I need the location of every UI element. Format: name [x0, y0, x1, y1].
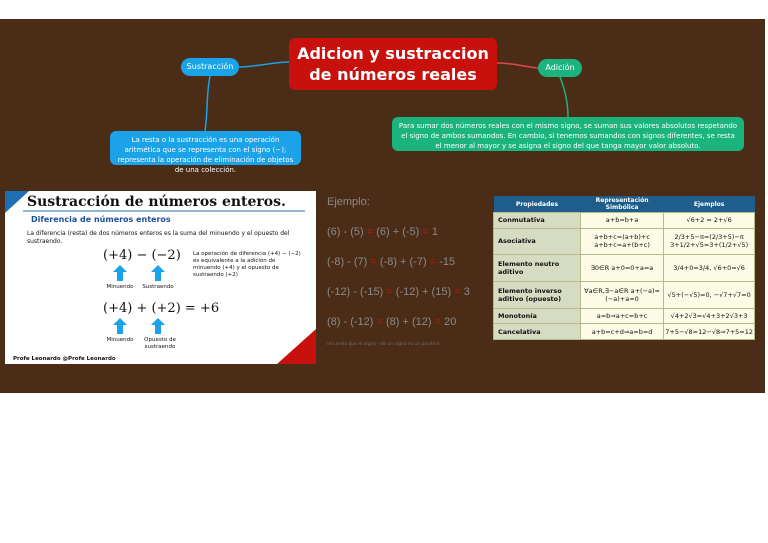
equals-sign: =	[429, 256, 437, 268]
property-name: Elemento inverso aditivo (opuesto)	[493, 281, 581, 309]
slide-expression-1: (+4) − (−2)	[103, 248, 181, 263]
subtraction-slide-image: Sustracción de números enteros. Diferenc…	[5, 191, 316, 364]
property-example: 7+5−√8=12−√8⇒7+5=12	[663, 323, 755, 340]
slide-definition: La diferencia (resta) de dos números ent…	[27, 230, 290, 245]
example-left: (-8) - (7)	[327, 256, 368, 268]
example-mid: (6) + (-5)	[376, 226, 420, 238]
property-name: Conmutativa	[493, 212, 581, 229]
property-symbolic: a+b=b+a	[579, 212, 665, 229]
slide-expression-2: (+4) + (+2) = +6	[103, 301, 220, 316]
examples-heading: Ejemplo:	[327, 196, 370, 208]
property-name: Asociativa	[493, 227, 581, 256]
up-arrow-icon	[151, 318, 165, 334]
title-line-1: Adicion y sustraccion	[297, 44, 489, 63]
property-symbolic: ∃0∈R a+0=0+a=a	[579, 254, 665, 283]
table-row: Conmutativa a+b=b+a √6+2 = 2+√6	[493, 212, 755, 229]
property-symbolic: ∀a∈R,∃−a∈R a+(−a)=(−a)+a=0	[579, 281, 665, 309]
column-header: Representación Simbólica	[580, 196, 664, 213]
adicion-note[interactable]: Para sumar dos números reales con el mis…	[392, 117, 744, 151]
examples-footnote: recuerda que el signo - de un signo es u…	[327, 342, 440, 347]
property-example: √4+2√3=√4+3+2√3+3	[663, 307, 755, 325]
node-sustraccion[interactable]: Sustracción	[181, 58, 239, 76]
property-name: Monotonía	[493, 307, 581, 325]
slide-footer: Profe Leonardo @Profe Leonardo	[13, 356, 116, 362]
sustraccion-note[interactable]: La resta o la sustracción es una operaci…	[110, 131, 301, 174]
node-adicion[interactable]: Adición	[538, 59, 582, 77]
table-row: Monotonía a=b⇒a+c=b+c √4+2√3=√4+3+2√3+3	[493, 307, 755, 325]
equals-sign: =	[376, 316, 383, 328]
property-example: 3/4+0=3/4, √6+0=√6	[663, 254, 755, 283]
equals-sign: =	[454, 286, 461, 298]
equals-sign: =	[422, 226, 429, 238]
example-mid: (-12) + (15)	[395, 286, 452, 298]
equals-sign: =	[370, 256, 377, 268]
slide-note: La operación de diferencia (+4) − (−2) e…	[193, 251, 301, 278]
up-arrow-icon	[151, 265, 165, 281]
properties-table: Propiedades Representación Simbólica Eje…	[493, 196, 755, 340]
central-topic[interactable]: Adicion y sustraccion de números reales	[289, 38, 497, 90]
example-result: 3	[463, 286, 470, 298]
up-arrow-icon	[113, 318, 127, 334]
column-header: Propiedades	[493, 196, 581, 213]
slide-subtitle: Diferencia de números enteros	[31, 215, 171, 224]
property-example: 2/3+5−π=(2/3+5)−π 3+1/2+√5=3+(1/2+√5)	[663, 227, 755, 256]
property-symbolic: a+b+c=(a+b)+c a+b+c=a+(b+c)	[579, 227, 665, 256]
table-row: Elemento inverso aditivo (opuesto) ∀a∈R,…	[493, 281, 755, 309]
equals-sign: =	[386, 286, 393, 298]
example-row-4: (8) - (-12) = (8) + (12) = 20	[327, 316, 456, 328]
example-left: (8) - (-12)	[327, 316, 374, 328]
equals-sign: =	[366, 226, 374, 238]
example-left: (6) - (5)	[327, 226, 364, 238]
slide-title: Sustracción de números enteros.	[27, 194, 286, 210]
table-row: Cancelativa a+b=c+d⇒a=b=d 7+5−√8=12−√8⇒7…	[493, 323, 755, 340]
slide-decoration	[5, 191, 316, 364]
property-name: Cancelativa	[493, 323, 581, 340]
example-row-1: (6) - (5) = (6) + (-5) = 1	[327, 226, 438, 238]
example-left: (-12) - (-15)	[327, 286, 384, 298]
column-header: Ejemplos	[663, 196, 755, 213]
example-mid: (-8) + (-7)	[379, 256, 427, 268]
equals-sign: =	[434, 316, 442, 328]
up-arrow-icon	[113, 265, 127, 281]
table-header-row: Propiedades Representación Simbólica Eje…	[493, 196, 755, 213]
example-result: -15	[439, 256, 456, 268]
label-opuesto: Opuesto de sustraendo	[144, 337, 176, 350]
label-minuendo: Minuendo	[106, 284, 134, 290]
property-example: √5+(−√5)=0, −√7+√7=0	[663, 281, 755, 309]
example-row-2: (-8) - (7) = (-8) + (-7) = -15	[327, 256, 455, 268]
title-line-2: de números reales	[309, 65, 477, 84]
label-sustraendo: Sustraendo	[142, 284, 174, 290]
property-symbolic: a=b⇒a+c=b+c	[579, 307, 665, 325]
table-row: Asociativa a+b+c=(a+b)+c a+b+c=a+(b+c) 2…	[493, 227, 755, 256]
example-result: 1	[431, 226, 439, 238]
example-mid: (8) + (12)	[386, 316, 432, 328]
property-symbolic: a+b=c+d⇒a=b=d	[579, 323, 665, 340]
table-row: Elemento neutro aditivo ∃0∈R a+0=0+a=a 3…	[493, 254, 755, 283]
example-result: 20	[444, 316, 457, 328]
property-example: √6+2 = 2+√6	[663, 212, 755, 229]
example-row-3: (-12) - (-15) = (-12) + (15) = 3	[327, 286, 470, 298]
property-name: Elemento neutro aditivo	[493, 254, 581, 283]
label-minuendo-2: Minuendo	[106, 337, 134, 343]
